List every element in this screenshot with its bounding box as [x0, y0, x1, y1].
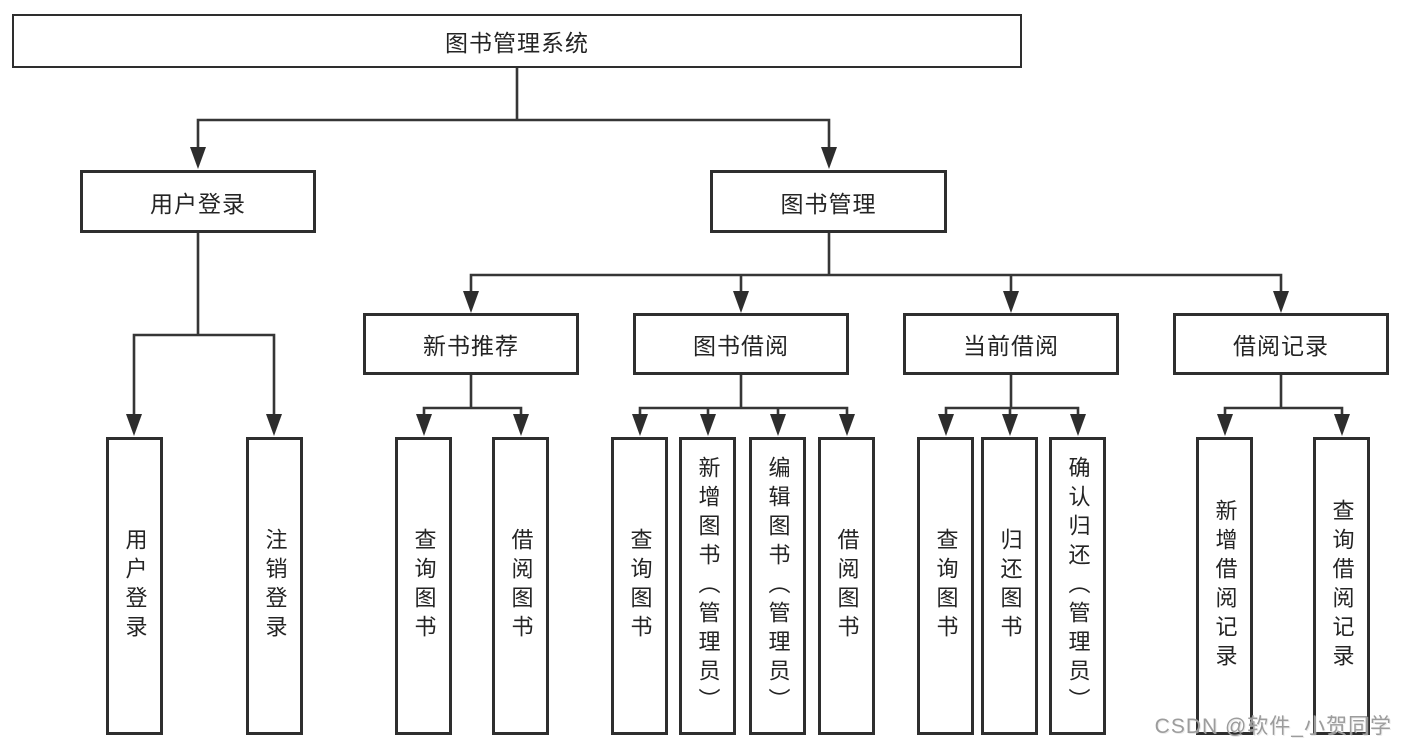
node-label: 新增图书（管理员） — [695, 455, 721, 717]
leaf-borrowing-borrow-books: 借阅图书 — [818, 437, 875, 735]
node-label: 图书借阅 — [693, 333, 789, 359]
leaf-newbook-borrow-books: 借阅图书 — [492, 437, 549, 735]
leaf-newbook-query-books: 查询图书 — [395, 437, 452, 735]
node-label: 编辑图书（管理员） — [765, 455, 791, 717]
node-label: 新增借阅记录 — [1212, 499, 1238, 673]
node-library-system: 图书管理系统 — [12, 14, 1022, 68]
leaf-current-confirm-return-admin: 确认归还（管理员） — [1049, 437, 1106, 735]
leaf-current-query-books: 查询图书 — [917, 437, 974, 735]
leaf-borrowing-query-books: 查询图书 — [611, 437, 668, 735]
node-label: 用户登录 — [150, 190, 246, 217]
csdn-watermark: CSDN @软件_小贺同学 — [1154, 715, 1392, 738]
connector-user-login-branch — [126, 231, 282, 436]
leaf-records-add-record: 新增借阅记录 — [1196, 437, 1253, 735]
leaf-borrowing-edit-books-admin: 编辑图书（管理员） — [749, 437, 806, 735]
connector-book-management-branch — [463, 231, 1289, 313]
node-current-borrowing: 当前借阅 — [903, 313, 1119, 375]
node-label: 归还图书 — [997, 528, 1023, 644]
leaf-user-login: 用户登录 — [106, 437, 163, 735]
node-label: 查询图书 — [627, 528, 653, 644]
leaf-borrowing-add-books-admin: 新增图书（管理员） — [679, 437, 736, 735]
node-book-borrowing: 图书借阅 — [633, 313, 849, 375]
leaf-logout: 注销登录 — [246, 437, 303, 735]
connector-borrow-records-branch — [1217, 373, 1350, 436]
node-book-management: 图书管理 — [710, 170, 947, 233]
leaf-records-query-record: 查询借阅记录 — [1313, 437, 1370, 735]
connector-current-borrowing-branch — [938, 373, 1086, 436]
leaf-current-return-books: 归还图书 — [981, 437, 1038, 735]
node-label: 查询图书 — [933, 528, 959, 644]
connector-book-borrowing-branch — [632, 373, 855, 436]
node-label: 借阅图书 — [834, 528, 860, 644]
connector-new-book-branch — [416, 373, 529, 436]
node-label: 确认归还（管理员） — [1065, 455, 1091, 717]
node-label: 图书管理系统 — [445, 30, 589, 56]
connector-root-branch — [190, 66, 837, 169]
node-label: 图书管理 — [780, 190, 877, 217]
node-user-login: 用户登录 — [80, 170, 316, 233]
node-label: 查询图书 — [411, 528, 437, 644]
node-new-book-recommend: 新书推荐 — [363, 313, 579, 375]
node-label: 查询借阅记录 — [1329, 499, 1355, 673]
node-label: 当前借阅 — [963, 333, 1059, 359]
node-label: 注销登录 — [262, 528, 288, 644]
node-label: 用户登录 — [122, 528, 148, 644]
node-label: 借阅图书 — [508, 528, 534, 644]
node-borrow-records: 借阅记录 — [1173, 313, 1389, 375]
node-label: 借阅记录 — [1233, 333, 1329, 359]
node-label: 新书推荐 — [423, 333, 519, 359]
